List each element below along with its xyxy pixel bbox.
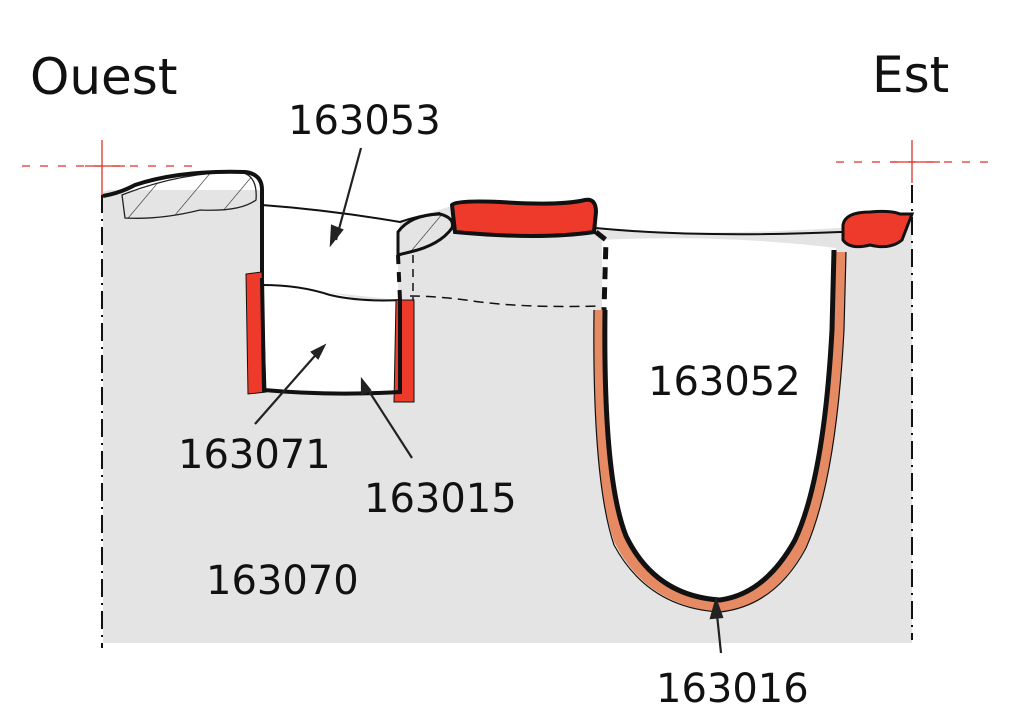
burnt-slab-centre: [449, 197, 599, 238]
hatched-deposit-west: [121, 171, 257, 219]
cut-163015-dashed: [396, 254, 402, 301]
surface-west: [102, 169, 264, 285]
label-163015: 163015: [364, 476, 517, 522]
label-163016: 163016: [656, 666, 809, 712]
datum-east: [836, 140, 995, 183]
interface-163053-163071: [261, 284, 401, 302]
surface-line-center: [594, 227, 850, 236]
cut-163015: [260, 277, 402, 396]
fill-163071: [262, 285, 404, 395]
label-163053: 163053: [288, 98, 441, 144]
datum-west: [22, 140, 200, 195]
lining-163016: [593, 251, 846, 613]
label-163071: 163071: [178, 432, 331, 478]
label-west: Ouest: [30, 48, 177, 106]
burnt-block-east: [841, 209, 915, 249]
pit-cut-upper-dashed: [594, 230, 609, 311]
label-east: Est: [872, 46, 949, 104]
fill-163053: [262, 205, 400, 300]
fill-163052: [601, 238, 836, 603]
pit-cut-163052: [602, 249, 837, 603]
label-163052: 163052: [648, 359, 801, 405]
burnt-wall-east: [393, 299, 415, 403]
label-163070: 163070: [206, 558, 359, 604]
sky-above-surface: [100, 150, 915, 233]
interface-dashed: [409, 295, 601, 308]
hatched-deposit-centre: [396, 212, 454, 257]
leader-lines: [254, 147, 724, 654]
